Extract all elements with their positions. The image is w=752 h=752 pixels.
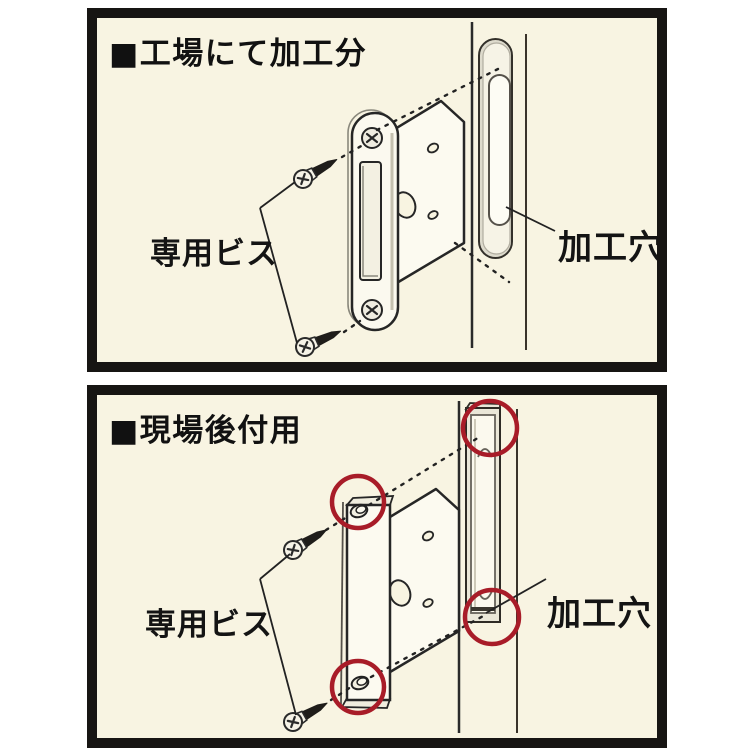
alignment-dash-bottom-a: [342, 319, 362, 334]
faceplate-hole-top: [349, 503, 369, 519]
alignment-dash-top-b: [375, 67, 500, 132]
panel-retrofit-title: ■現場後付用: [109, 413, 303, 449]
retrofit-diagram: 専用ビス 加工穴: [145, 398, 652, 736]
alignment-dash-top-a: [324, 515, 349, 532]
body-hole-bottom: [427, 210, 439, 220]
faceplate-screw-top: [361, 127, 383, 149]
leader-lines: [259, 181, 556, 344]
highlight-circles: [329, 398, 522, 716]
alignment-dash-bottom-b: [369, 612, 489, 679]
panel-factory-title: ■工場にて加工分: [109, 36, 368, 72]
leader-screws-top: [259, 181, 296, 209]
factory-diagram: 専用ビス 加工穴: [150, 22, 657, 360]
screw-top: [289, 150, 343, 193]
leader-screws-top: [259, 553, 291, 580]
leader-lines: [259, 553, 547, 716]
screw-bottom: [292, 321, 346, 360]
screws-label: 専用ビス: [150, 236, 278, 272]
processing-hole-plate: [464, 402, 501, 623]
processing-hole-plate: [478, 38, 513, 259]
body-hole-top: [426, 142, 440, 154]
highlight-circle-plate-top: [329, 473, 387, 531]
leader-hole: [485, 578, 547, 614]
leader-screws-bottom: [259, 207, 298, 344]
alignment-dashes: [340, 67, 511, 334]
body-hole-bottom: [422, 598, 434, 608]
highlight-circle-slot-bottom: [462, 587, 522, 647]
lock-body: [383, 487, 461, 677]
faceplate-screw-bottom: [361, 299, 383, 321]
processing-hole-label: 加工穴: [558, 228, 657, 268]
leader-screws-bottom: [259, 578, 297, 716]
screw-bottom: [279, 694, 333, 736]
faceplate: [347, 109, 400, 332]
highlight-circle-plate-bottom: [329, 658, 387, 716]
alignment-dash-top-b: [367, 434, 483, 507]
highlight-circle-slot-top: [460, 398, 520, 458]
body-hole-top: [421, 530, 435, 542]
screws-label: 専用ビス: [145, 607, 273, 643]
alignment-dash-top-a: [340, 143, 365, 159]
panel-factory: 専用ビス 加工穴 ■工場にて加工分: [87, 8, 667, 372]
alignment-dash-bottom-b: [453, 241, 511, 284]
alignment-dash-bottom-a: [329, 685, 353, 702]
leader-hole: [505, 206, 556, 232]
processing-hole-label: 加工穴: [547, 594, 652, 634]
alignment-dashes: [324, 434, 489, 702]
panel-retrofit: 専用ビス 加工穴 ■現場後付用: [87, 385, 667, 748]
lock-body: [388, 99, 466, 289]
latch-cutout: [359, 161, 382, 281]
faceplate-hole-bottom: [350, 675, 370, 691]
processing-hole-slot: [488, 74, 511, 226]
